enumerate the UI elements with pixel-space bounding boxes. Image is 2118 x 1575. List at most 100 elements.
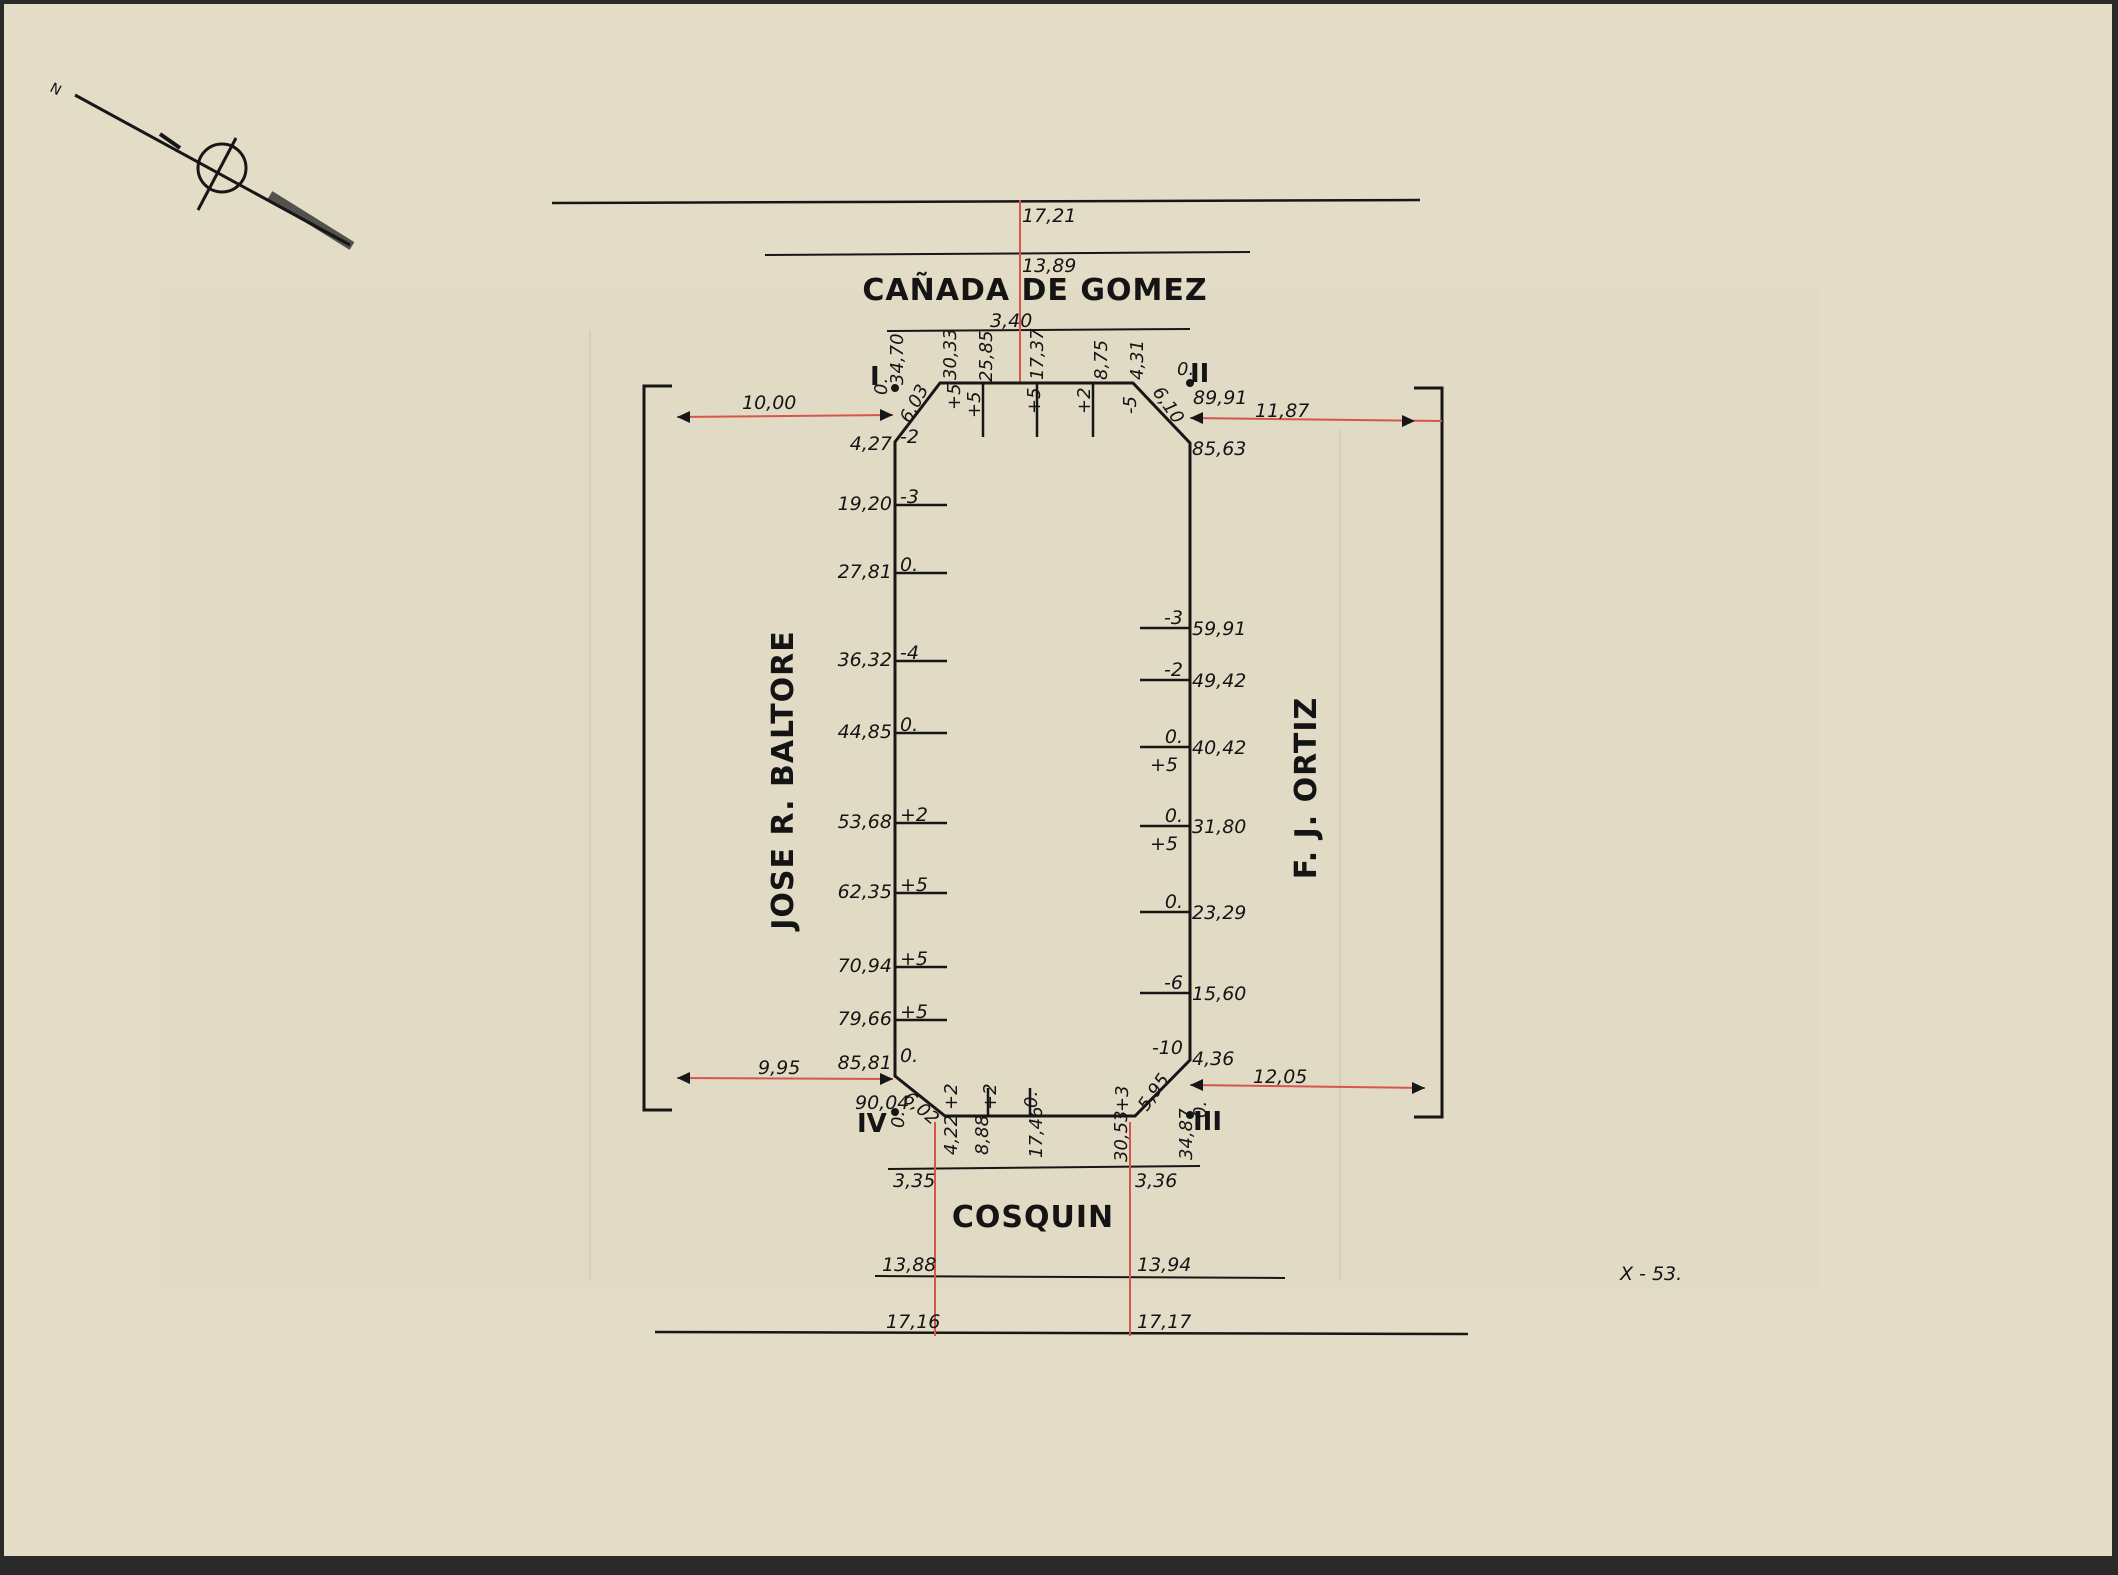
- left-edge-level-9: 0.: [900, 1045, 918, 1067]
- right-edge-dist-1: 59,91: [1192, 618, 1246, 640]
- top-outer-measure: 17,21: [1022, 205, 1076, 227]
- top-inner-measure: 13,89: [1022, 255, 1076, 277]
- bottom-left-sidewalk: 3,35: [893, 1170, 935, 1192]
- corner-I-marker: [891, 384, 899, 392]
- setback-lines: [676, 409, 1443, 1094]
- bottom-left-outer: 17,16: [886, 1311, 940, 1333]
- left-edge-dist-7: 70,94: [838, 955, 892, 977]
- bottom-edge-level-1: +2: [941, 1083, 962, 1110]
- setback-left-bottom: 9,95: [758, 1057, 800, 1079]
- left-edge-level-2: 0.: [900, 554, 918, 576]
- setback-right-bottom: 12,05: [1253, 1066, 1307, 1088]
- top-edge-level-6: -5: [1120, 396, 1141, 414]
- left-edge-level-3: -4: [900, 642, 919, 664]
- right-edge-dist-3: 40,42: [1192, 737, 1246, 759]
- top-edge-dist-4: 17,37: [1027, 328, 1048, 380]
- top-edge-level-4: +5: [1024, 387, 1045, 414]
- right-edge-level-5: 0.: [1165, 891, 1183, 913]
- right-edge-dist-7: 4,36: [1192, 1048, 1234, 1070]
- bottom-edge-ticks: [986, 1088, 1032, 1116]
- bottom-right-sidewalk: 3,36: [1135, 1170, 1177, 1192]
- left-edge-dist-0: 4,27: [850, 433, 892, 455]
- right-lot-bracket: [1414, 386, 1444, 1119]
- right-edge-level-3: 0.: [1165, 726, 1183, 748]
- bottom-edge-level-4: +3: [1112, 1085, 1133, 1112]
- right-edge-dist-2: 49,42: [1192, 670, 1246, 692]
- bottom-edge-dist-6: 34,87: [1176, 1108, 1197, 1160]
- left-edge-dist-9: 85,81: [838, 1052, 892, 1074]
- top-edge-dist-3: 25,85: [976, 330, 997, 382]
- setback-left-top: 10,00: [742, 392, 796, 414]
- right-edge-dist-6: 15,60: [1192, 983, 1246, 1005]
- bottom-edge-level-2: +2: [980, 1083, 1001, 1110]
- corner-IV-dist: 90,04: [855, 1092, 909, 1114]
- north-arrow-icon: N: [47, 80, 355, 250]
- corner-II-level: 0.: [1177, 359, 1194, 380]
- bottom-edge-dist-1: 4,22: [941, 1115, 962, 1155]
- setback-right-top: 11,87: [1255, 400, 1309, 422]
- right-edge-level-1: -3: [1164, 607, 1183, 629]
- left-edge-level-0: -2: [900, 426, 919, 448]
- bottom-edge-dist-4: 30,53: [1111, 1110, 1132, 1162]
- corner-IV-label: IV: [857, 1109, 887, 1139]
- sheet-code: X - 53.: [1619, 1263, 1682, 1285]
- top-street-lines: [551, 198, 1421, 382]
- corner-II-marker: [1186, 379, 1194, 387]
- right-edge-level-6: -6: [1164, 972, 1183, 994]
- left-edge-dist-5: 53,68: [838, 811, 892, 833]
- bottom-edge-level-6: 0.: [1190, 1101, 1211, 1118]
- left-edge-dist-4: 44,85: [838, 721, 892, 743]
- top-edge-dist-2: 30,33: [940, 328, 961, 380]
- left-edge-level-7: +5: [900, 948, 928, 970]
- top-edge-dist-5: 8,75: [1091, 340, 1112, 380]
- top-edge-level-3: +5: [964, 391, 985, 418]
- right-edge-level2-4: +5: [1150, 833, 1178, 855]
- left-edge-dist-6: 62,35: [838, 881, 892, 903]
- top-edge-dist-0: 34,70: [887, 333, 908, 385]
- left-edge-level-1: -3: [900, 486, 919, 508]
- corner-IV-level: 0.: [888, 1111, 909, 1128]
- corner-II-dist: 89,91: [1193, 387, 1247, 409]
- bottom-street-name: COSQUIN: [952, 1200, 1114, 1235]
- bottom-street-lines: [654, 1122, 1469, 1336]
- corner-III-label: III: [1193, 1107, 1222, 1137]
- right-edge-dist-4: 31,80: [1192, 816, 1246, 838]
- left-edge-dist-1: 19,20: [838, 493, 892, 515]
- right-edge-level-4: 0.: [1165, 805, 1183, 827]
- corner-III-marker: [1186, 1111, 1194, 1119]
- left-edge-level-6: +5: [900, 874, 928, 896]
- left-edge-level-8: +5: [900, 1001, 928, 1023]
- corner-IV-marker: [891, 1108, 899, 1116]
- top-edge-dist-6: 4,31: [1127, 340, 1148, 380]
- corner-II-label: II: [1190, 359, 1209, 389]
- left-street-name: JOSE R. BALTORE: [766, 630, 801, 932]
- top-sidewalk-measure: 3,40: [990, 310, 1032, 332]
- right-edge-level2-3: +5: [1150, 754, 1178, 776]
- top-edge-level-0: 0.: [871, 378, 892, 395]
- left-lot-bracket: [642, 384, 672, 1112]
- bottom-right-inner: 13,94: [1137, 1254, 1191, 1276]
- top-edge-level-2: +5: [944, 383, 965, 410]
- left-edge-dist-8: 79,66: [838, 1008, 892, 1030]
- left-edge-level-5: +2: [900, 804, 928, 826]
- right-street-name: F. J. ORTIZ: [1289, 697, 1324, 880]
- paper-fold-shade: [160, 290, 1820, 1290]
- top-edge-level-5: +2: [1074, 387, 1095, 414]
- right-edge-level-7: -10: [1152, 1037, 1183, 1059]
- lot-outline: [893, 381, 1192, 1118]
- left-edge-level-4: 0.: [900, 714, 918, 736]
- top-street-name: CAÑADA DE GOMEZ: [862, 271, 1207, 308]
- top-edge-ticks: [981, 383, 1095, 437]
- right-edge-dist-5: 23,29: [1192, 902, 1246, 924]
- left-edge-dist-2: 27,81: [838, 561, 892, 583]
- bottom-right-outer: 17,17: [1137, 1311, 1191, 1333]
- bottom-edge-dist-3: 17,46: [1026, 1106, 1047, 1158]
- right-edge-ticks: 85,6359,91-349,42-240,420.+531,800.+523,…: [1140, 438, 1246, 1070]
- right-edge-dist-0: 85,63: [1192, 438, 1246, 460]
- bottom-edge-level-3: 0.: [1021, 1091, 1042, 1108]
- corner-I-label: I: [870, 362, 880, 392]
- bottom-edge-dist-2: 8,88: [972, 1115, 993, 1155]
